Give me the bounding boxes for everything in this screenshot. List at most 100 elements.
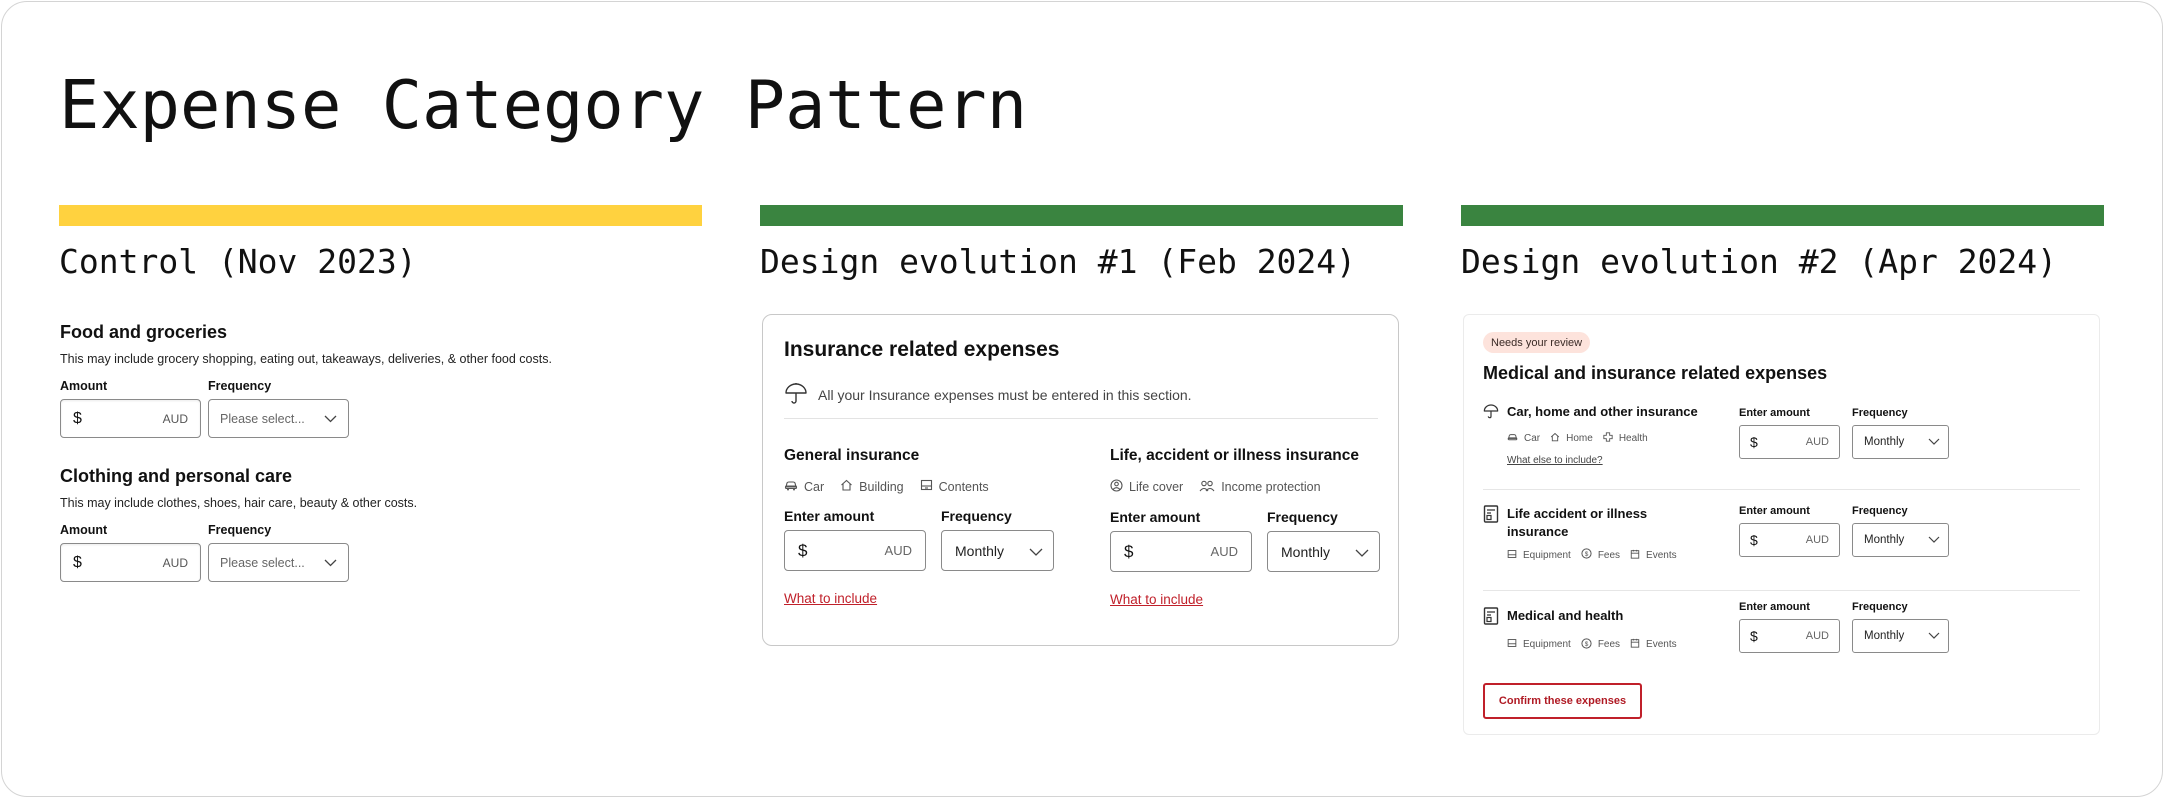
frequency-placeholder: Please select... xyxy=(220,555,305,570)
food-groceries-section: Food and groceries This may include groc… xyxy=(60,322,552,438)
amount-label: Enter amount xyxy=(1739,601,1810,613)
tag-contents: Contents xyxy=(920,479,989,494)
tag-label: Health xyxy=(1618,432,1648,444)
dollar-circle-icon: $ xyxy=(1581,637,1592,652)
tag-home: Home xyxy=(1550,432,1593,445)
life-accident-amount-input[interactable]: $ AUD xyxy=(1739,523,1840,557)
currency-symbol: $ xyxy=(1124,541,1134,561)
tag-label: Home xyxy=(1566,432,1593,444)
currency-symbol: $ xyxy=(1750,532,1758,548)
tag-label: Car xyxy=(1524,432,1541,444)
card-note: All your Insurance expenses must be ente… xyxy=(784,381,1192,408)
umbrella-icon xyxy=(784,381,808,408)
frequency-label: Frequency xyxy=(208,379,272,393)
section-heading: Food and groceries xyxy=(60,322,228,342)
what-to-include-link[interactable]: What to include xyxy=(784,591,878,606)
tag-list: Car Building Contents xyxy=(784,479,1074,494)
tag-list: Car Home Health xyxy=(1507,431,1723,445)
life-insurance-amount-input[interactable]: $ AUD xyxy=(1110,531,1252,572)
evolution1-column: Design evolution #1 (Feb 2024) Insurance… xyxy=(760,205,1403,646)
block-heading: General insurance xyxy=(784,447,920,464)
tag-list: Equipment $ Fees Events xyxy=(1507,548,1723,562)
tag-label: Life cover xyxy=(1129,480,1184,494)
car-home-frequency-select[interactable]: Monthly xyxy=(1852,425,1949,459)
document-icon xyxy=(1483,505,1499,540)
car-home-amount-input[interactable]: $ AUD xyxy=(1739,425,1840,459)
frequency-value: Monthly xyxy=(1281,543,1331,560)
tag-income-protection: Income protection xyxy=(1199,479,1321,495)
control-color-bar xyxy=(59,205,702,226)
currency-unit: AUD xyxy=(162,555,188,570)
box-icon xyxy=(1507,638,1517,651)
life-insurance-frequency-select[interactable]: Monthly xyxy=(1267,531,1380,572)
what-to-include-link[interactable]: What to include xyxy=(1110,592,1204,607)
food-frequency-select[interactable]: Please select... xyxy=(208,399,349,438)
currency-unit: AUD xyxy=(1805,534,1829,546)
currency-unit: AUD xyxy=(1805,630,1829,642)
svg-text:$: $ xyxy=(1585,640,1589,647)
home-icon xyxy=(1550,432,1560,445)
evolution2-column: Design evolution #2 (Apr 2024) Needs you… xyxy=(1461,205,2104,735)
clothing-frequency-select[interactable]: Please select... xyxy=(208,543,349,582)
umbrella-icon xyxy=(1483,403,1499,424)
car-icon xyxy=(1507,432,1518,445)
control-column: Control (Nov 2023) Food and groceries Th… xyxy=(59,205,702,582)
currency-unit: AUD xyxy=(1210,544,1238,559)
amount-label: Enter amount xyxy=(1110,509,1201,525)
currency-symbol: $ xyxy=(1750,434,1758,450)
currency-symbol: $ xyxy=(798,540,808,560)
expense-row-car-home: Car, home and other insurance Car Home xyxy=(1483,403,2080,490)
medical-health-amount-input[interactable]: $ AUD xyxy=(1739,619,1840,653)
medical-health-frequency-select[interactable]: Monthly xyxy=(1852,619,1949,653)
tag-building: Building xyxy=(840,479,904,494)
frequency-label: Frequency xyxy=(1852,601,1908,613)
tag-label: Building xyxy=(859,479,904,494)
currency-unit: AUD xyxy=(884,543,912,558)
medical-insurance-expenses-card: Needs your review Medical and insurance … xyxy=(1463,314,2100,735)
what-else-to-include-link[interactable]: What else to include? xyxy=(1507,454,1603,466)
general-insurance-amount-input[interactable]: $ AUD xyxy=(784,530,926,571)
calendar-icon xyxy=(1630,638,1640,651)
insurance-expenses-card: Insurance related expenses All your Insu… xyxy=(762,314,1399,646)
general-insurance-block: General insurance Car Building Contents xyxy=(784,447,1074,608)
tag-fees: $ Fees xyxy=(1581,548,1620,562)
life-accident-insurance-block: Life, accident or illness insurance Life… xyxy=(1110,447,1400,609)
row-name: Life accident or illness insurance xyxy=(1507,506,1648,539)
evolution2-color-bar xyxy=(1461,205,2104,226)
tag-list: Life cover Income protection xyxy=(1110,479,1400,495)
currency-symbol: $ xyxy=(73,409,82,427)
chevron-down-icon xyxy=(324,412,337,426)
frequency-placeholder: Please select... xyxy=(220,411,305,426)
evolution2-title: Design evolution #2 (Apr 2024) xyxy=(1461,242,2058,281)
chevron-down-icon xyxy=(324,556,337,570)
tag-label: Fees xyxy=(1597,549,1621,561)
chevron-down-icon xyxy=(1355,544,1369,560)
health-icon xyxy=(1603,431,1613,445)
section-heading: Clothing and personal care xyxy=(60,466,293,486)
amount-label: Enter amount xyxy=(784,508,875,524)
dollar-circle-icon: $ xyxy=(1581,548,1592,562)
confirm-expenses-button[interactable]: Confirm these expenses xyxy=(1483,683,1642,719)
tag-label: Fees xyxy=(1597,639,1621,651)
chevron-down-icon xyxy=(1928,436,1940,448)
frequency-value: Monthly xyxy=(1864,630,1905,642)
tag-list: Equipment $ Fees Events xyxy=(1507,637,1723,652)
general-insurance-frequency-select[interactable]: Monthly xyxy=(941,530,1054,571)
section-description: This may include clothes, shoes, hair ca… xyxy=(60,496,418,510)
box-icon xyxy=(1507,549,1517,562)
tag-label: Events xyxy=(1646,549,1677,561)
row-name: Car, home and other insurance xyxy=(1507,404,1698,419)
frequency-label: Frequency xyxy=(208,523,272,537)
clothing-amount-input[interactable]: $ AUD xyxy=(60,543,201,582)
food-amount-input[interactable]: $ AUD xyxy=(60,399,201,438)
tag-equipment: Equipment xyxy=(1507,548,1571,562)
document-icon xyxy=(1483,607,1499,630)
tag-label: Events xyxy=(1646,639,1677,651)
tag-events: Events xyxy=(1630,548,1677,562)
tag-life-cover: Life cover xyxy=(1110,479,1183,495)
chevron-down-icon xyxy=(1928,630,1940,642)
life-accident-frequency-select[interactable]: Monthly xyxy=(1852,523,1949,557)
frequency-label: Frequency xyxy=(1852,505,1908,517)
currency-unit: AUD xyxy=(162,411,188,426)
chevron-down-icon xyxy=(1928,534,1940,546)
